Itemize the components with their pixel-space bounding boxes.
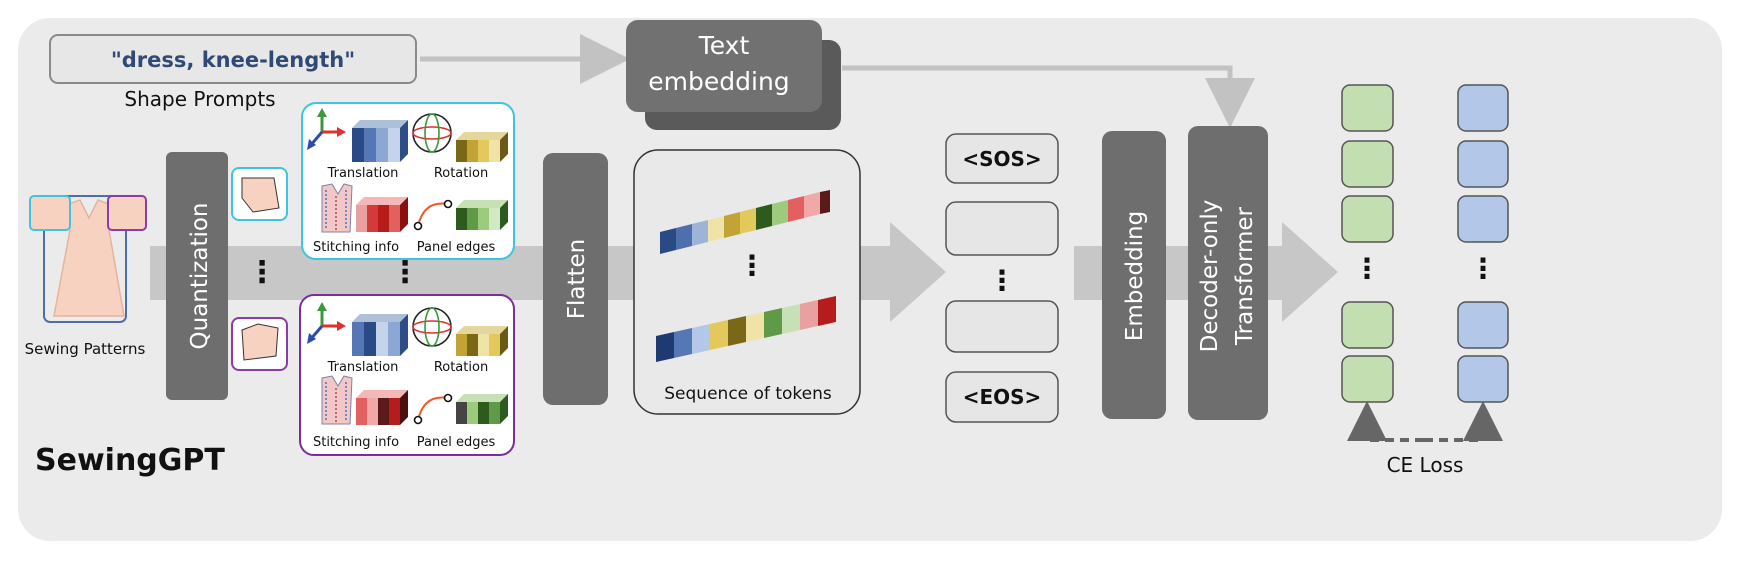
sequence-label: Sequence of tokens xyxy=(664,384,832,404)
rotation-blocks xyxy=(456,326,508,356)
token-row-top xyxy=(660,190,830,254)
quantization-box xyxy=(166,152,228,400)
ellipsis-tokens: ⋮ xyxy=(988,264,1016,297)
token-slot-1 xyxy=(945,201,1059,256)
decoder-box xyxy=(1188,126,1268,420)
rotation-blocks xyxy=(456,132,508,162)
panel-thumb-top xyxy=(231,167,288,221)
rotation-icon xyxy=(412,307,452,347)
ellipsis-target: ⋮ xyxy=(1469,252,1497,285)
panel-thumb-bottom xyxy=(231,317,288,371)
token-row-bottom xyxy=(656,296,836,362)
quantization-label: Quantization xyxy=(187,203,213,350)
stitching-dress-icon xyxy=(321,183,353,233)
label-stitching-top: Stitching info xyxy=(313,240,399,255)
decoder-line2: Transformer xyxy=(1232,206,1258,346)
predicted-tokens xyxy=(1341,84,1394,403)
loss-label: CE Loss xyxy=(1387,453,1464,477)
edges-blocks xyxy=(456,394,508,424)
sos-label: <SOS> xyxy=(962,147,1041,171)
embedding-box xyxy=(1102,131,1166,419)
translation-blocks xyxy=(352,314,408,356)
label-rotation-top: Rotation xyxy=(434,166,488,181)
eos-token xyxy=(945,371,1059,423)
stitching-dress-icon xyxy=(321,375,353,425)
text-embedding-line2: embedding xyxy=(648,67,789,96)
prompt-caption: Shape Prompts xyxy=(124,87,275,111)
token-row-top-blocks xyxy=(660,190,830,254)
label-translation-top: Translation xyxy=(327,166,399,181)
stitching-blocks xyxy=(356,390,408,425)
label-edges-top: Panel edges xyxy=(417,240,496,255)
translation-blocks xyxy=(352,120,408,162)
dress-pattern xyxy=(29,195,147,323)
rotation-icon xyxy=(412,113,452,153)
stitching-blocks xyxy=(356,197,408,232)
diagram-title: SewingGPT xyxy=(35,443,225,478)
flatten-box xyxy=(543,153,608,405)
label-translation-bottom: Translation xyxy=(327,360,399,375)
loss-bracket-left xyxy=(1347,401,1424,442)
attribute-panel-top: Translation Rotation xyxy=(301,102,515,260)
prompt-text: "dress, knee-length" xyxy=(111,48,355,72)
target-tokens xyxy=(1457,84,1509,403)
ellipsis-pred: ⋮ xyxy=(1353,252,1381,285)
label-edges-bottom: Panel edges xyxy=(417,435,496,450)
token-slot-2 xyxy=(945,300,1059,353)
text-embedding-box xyxy=(626,20,822,112)
edge-curve-icon xyxy=(413,199,453,231)
edges-blocks xyxy=(456,200,508,230)
loss-bracket-right xyxy=(1424,401,1503,442)
decoder-line1: Decoder-only xyxy=(1197,200,1223,353)
label-rotation-bottom: Rotation xyxy=(434,360,488,375)
ellipsis-sequence: ⋮ xyxy=(738,249,766,282)
embedding-label: Embedding xyxy=(1122,211,1148,341)
label-stitching-bottom: Stitching info xyxy=(313,435,399,450)
ellipsis-panels: ⋮ xyxy=(390,255,420,290)
attribute-panel-bottom: Translation Rotation xyxy=(299,294,515,456)
embedding-connector xyxy=(842,65,1255,128)
eos-label: <EOS> xyxy=(963,385,1042,409)
text-embedding-line1: Text xyxy=(698,31,750,60)
axes-icon xyxy=(307,108,346,150)
axes-icon xyxy=(307,302,346,344)
sewing-patterns-label: Sewing Patterns xyxy=(25,340,146,358)
prompt-box xyxy=(49,34,417,84)
sos-token xyxy=(945,133,1059,184)
edge-curve-icon xyxy=(413,393,453,425)
ellipsis-quant: ⋮ xyxy=(247,255,277,290)
flatten-label: Flatten xyxy=(564,239,590,319)
